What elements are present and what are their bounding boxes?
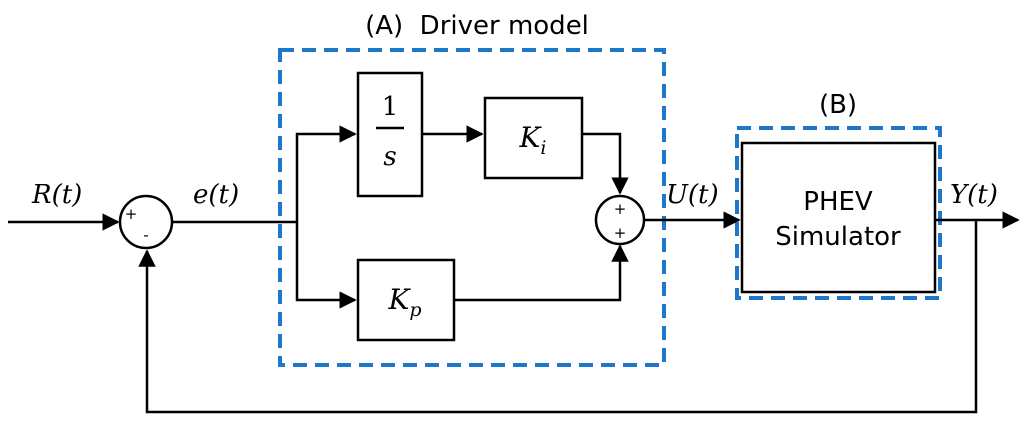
phev-section-title: (B) <box>819 90 857 120</box>
pi-sum-top-plus-sign: + <box>614 200 627 218</box>
upper-branch-arrow <box>295 125 357 222</box>
integrator-denominator: s <box>383 142 396 172</box>
output-signal-label: Y(t) <box>950 180 998 210</box>
svg-text:Ki: Ki <box>519 121 547 159</box>
error-sum-plus-sign: + <box>125 205 138 223</box>
integrator-numerator: 1 <box>382 92 399 122</box>
integral-gain-block: Ki <box>483 96 584 180</box>
proportional-gain-subscript: p <box>409 299 421 321</box>
ki-to-sum-arrow <box>582 132 629 195</box>
integral-gain-subscript: i <box>540 137 546 159</box>
lower-branch-arrow <box>295 222 357 309</box>
phev-simulator-line2: Simulator <box>775 222 901 252</box>
svg-text:Kp: Kp <box>387 283 421 321</box>
proportional-gain-block: Kp <box>356 258 456 342</box>
integrator-block: 1 s <box>356 71 424 198</box>
feedback-path-arrow <box>138 220 978 414</box>
proportional-gain-symbol: K <box>387 283 411 316</box>
error-signal-label: e(t) <box>193 180 239 210</box>
kp-to-sum-arrow <box>454 244 629 302</box>
integral-gain-symbol: K <box>519 121 543 154</box>
error-summing-junction: + - <box>118 194 174 250</box>
error-sum-minus-sign: - <box>143 226 148 244</box>
control-signal-label: U(t) <box>666 180 719 210</box>
pi-summing-junction: + + <box>594 194 646 246</box>
reference-signal-label: R(t) <box>31 180 82 210</box>
pi-sum-bottom-plus-sign: + <box>614 224 627 242</box>
driver-model-title: (A) Driver model <box>365 11 589 41</box>
phev-simulator-block: PHEV Simulator <box>740 141 937 294</box>
phev-simulator-line1: PHEV <box>803 187 873 217</box>
driver-model-boundary <box>278 48 666 367</box>
